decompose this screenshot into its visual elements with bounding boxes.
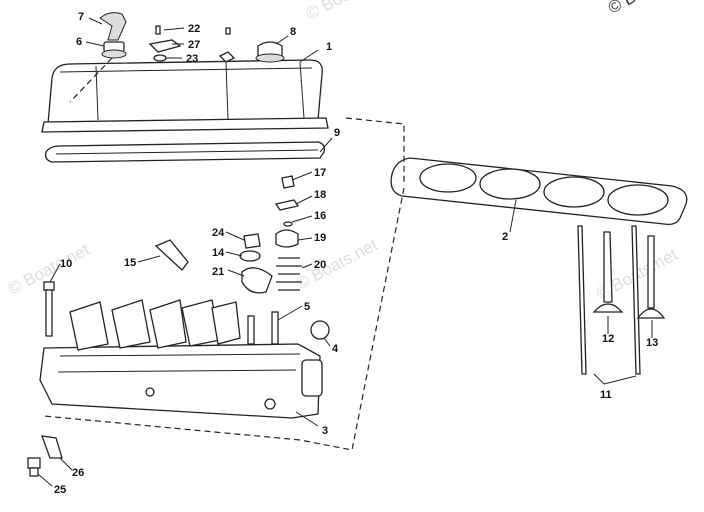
callout-9: 9: [334, 127, 340, 139]
cylinder-head: [39, 343, 323, 419]
callout-26: 26: [72, 467, 84, 479]
callout-11: 11: [600, 389, 612, 401]
callout-27: 27: [188, 39, 200, 51]
callout-25: 25: [54, 484, 66, 496]
callout-15: 15: [124, 257, 136, 269]
spark-plug: [154, 239, 189, 271]
callout-3: 3: [322, 425, 328, 437]
callout-4: 4: [332, 343, 339, 355]
callout-16: 16: [314, 210, 326, 222]
push-rods: [577, 225, 641, 375]
watermark-top: © Boats.net: [303, 0, 391, 24]
valve-cover: [41, 59, 329, 133]
callout-24: 24: [212, 227, 225, 239]
valve-cap-ball: [310, 320, 330, 340]
clip-and-screw: [27, 435, 63, 477]
callout-14: 14: [212, 247, 225, 259]
bracket-screws: [148, 25, 236, 63]
head-bolt: [43, 281, 55, 337]
callout-5: 5: [304, 301, 310, 313]
breather-fitting: [99, 12, 127, 59]
head-gasket: [390, 157, 688, 226]
leader-lines: [37, 17, 653, 487]
callout-17: 17: [314, 167, 326, 179]
callout-21: 21: [212, 266, 224, 278]
valves: [592, 231, 666, 319]
callout-7: 7: [78, 11, 84, 23]
callout-12: 12: [602, 333, 614, 345]
callout-13: 13: [646, 337, 658, 349]
watermark-corner: © B: [605, 0, 639, 18]
rocker-arms: [69, 299, 279, 351]
callout-8: 8: [290, 26, 296, 38]
callout-6: 6: [76, 36, 82, 48]
callout-10: 10: [60, 258, 72, 270]
callout-2: 2: [502, 231, 508, 243]
callout-1: 1: [326, 41, 332, 53]
callout-22: 22: [188, 23, 200, 35]
callout-23: 23: [186, 53, 198, 65]
callout-19: 19: [314, 232, 326, 244]
oil-fill-cap: [255, 41, 285, 63]
watermark-center: © Boats.net: [293, 235, 381, 294]
callout-20: 20: [314, 259, 326, 271]
callout-18: 18: [314, 189, 326, 201]
valve-train-parts: [239, 175, 302, 294]
